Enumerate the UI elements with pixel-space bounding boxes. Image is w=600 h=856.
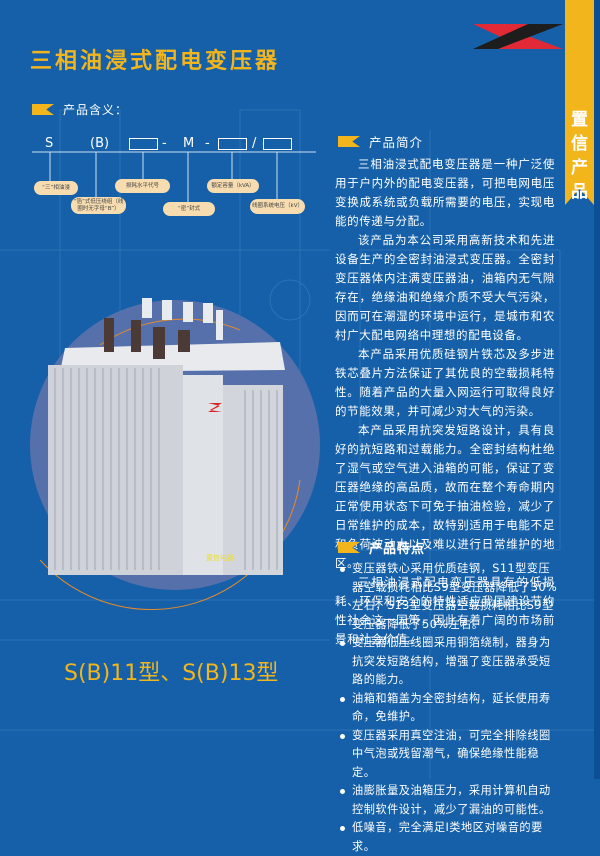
list-item: 油膨胀量及油箱压力，采用计算机自动控制软件设计，减少了漏油的可能性。 xyxy=(338,782,558,819)
page-title: 三相油浸式配电变压器 xyxy=(30,49,281,74)
blueprint-background: 置信电器 xyxy=(0,109,600,779)
list-item: 油箱和箱盖为全密封结构，延长使用寿命，免维护。 xyxy=(338,690,558,727)
label-pill: “三”相油浸 xyxy=(34,181,78,195)
company-logo-icon xyxy=(473,24,563,49)
transformer-image: 置信电器 xyxy=(48,298,285,575)
right-edge-strip xyxy=(594,0,600,779)
meaning-heading: 产品含义： xyxy=(32,101,128,118)
list-item: 变压器铁心采用优质硅钢，S11型变压器空载损耗相比S9型变压器降低了30%左右，… xyxy=(338,560,558,634)
features-heading: 产品特点 xyxy=(338,538,425,557)
list-item: 变压器低压线圈采用铜箔绕制，器身为抗突发短路结构，增强了变压器承受短路的能力。 xyxy=(338,634,558,690)
side-ribbon xyxy=(565,0,594,205)
flag-icon xyxy=(338,542,360,553)
label-pill: “密”封式 xyxy=(163,202,215,216)
intro-text: 三相油浸式配电变压器是一种广泛使用于户内外的配电变压器，可把电网电压变换成系统或… xyxy=(335,157,555,646)
code-box xyxy=(263,138,292,150)
code-box xyxy=(129,138,158,150)
side-label: 置信产品 xyxy=(571,110,588,202)
features-list: 变压器铁心采用优质硅钢，S11型变压器空载损耗相比S9型变压器降低了30%左右，… xyxy=(338,560,558,856)
label-pill: 额定容量（kVA） xyxy=(207,179,259,193)
diagram-lines xyxy=(32,151,316,203)
list-item: 变压器采用真空注油，可完全排除线圈中气泡或残留潮气，确保绝缘性能稳定。 xyxy=(338,727,558,783)
code-box xyxy=(218,138,247,150)
list-item: 低噪音，完全满足Ⅰ类地区对噪音的要求。 xyxy=(338,819,558,856)
intro-heading: 产品简介 xyxy=(338,132,423,151)
label-pill: 损耗水平代号 xyxy=(115,179,170,193)
label-pill: 线圈系统电压（kV） xyxy=(250,199,305,214)
orange-arc xyxy=(39,479,301,610)
model-caption: S(B)11型、S(B)13型 xyxy=(64,661,279,686)
flag-icon xyxy=(338,136,360,147)
flag-icon xyxy=(32,104,54,115)
label-pill: “箔”式低压绕组（线圈时无字母“B”） xyxy=(71,197,126,214)
nameplate-text: 置信电器 xyxy=(206,553,234,562)
